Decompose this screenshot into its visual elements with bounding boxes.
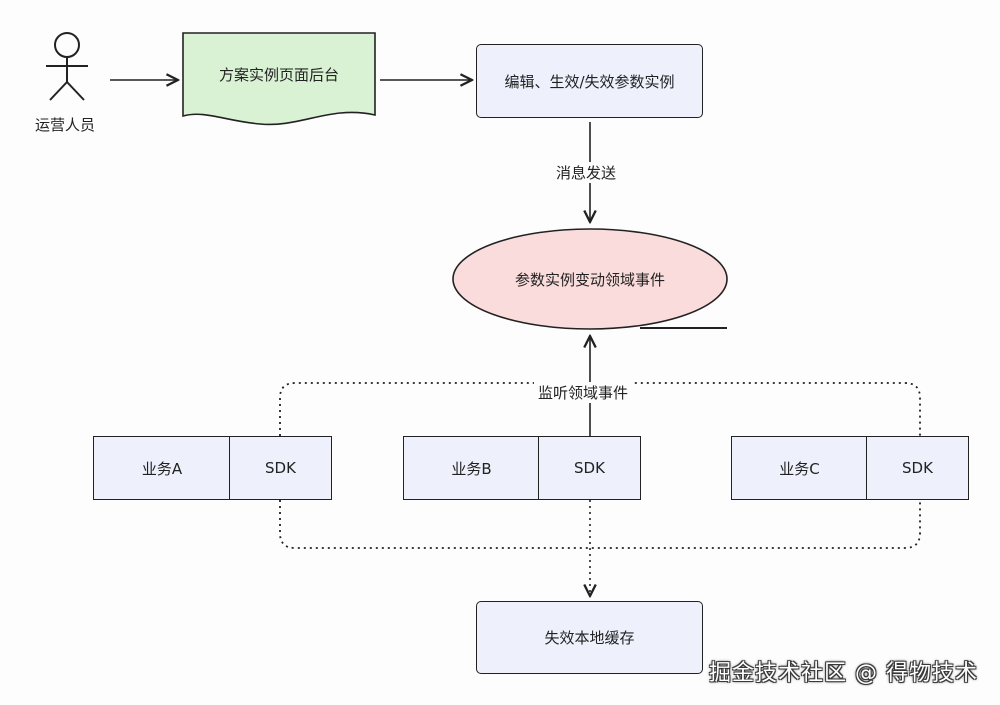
listen-edge-label: 监听领域事件 [534, 382, 633, 403]
service-c-label: 业务C [779, 459, 820, 478]
admin-node: 方案实例页面后台 [183, 33, 375, 115]
service-c-sdk: SDK [866, 436, 969, 500]
service-c: 业务C [731, 436, 868, 500]
service-b-sdk-label: SDK [574, 459, 605, 477]
service-b-sdk: SDK [538, 436, 641, 500]
event-node: 参数实例变动领域事件 [453, 229, 727, 329]
service-b-label: 业务B [451, 459, 492, 478]
service-b: 业务B [403, 436, 540, 500]
admin-node-label: 方案实例页面后台 [218, 65, 339, 84]
event-node-label: 参数实例变动领域事件 [514, 270, 665, 289]
edit-node-label: 编辑、生效/失效参数实例 [504, 72, 675, 91]
service-a: 业务A [93, 436, 231, 500]
service-c-sdk-label: SDK [902, 459, 933, 477]
admin-node-shape [182, 32, 376, 126]
cache-node: 失效本地缓存 [476, 601, 703, 674]
event-node-shape [452, 228, 728, 330]
service-a-sdk-label: SDK [265, 459, 296, 477]
watermark: 掘金技术社区 @ 得物技术 [709, 661, 978, 686]
cache-node-label: 失效本地缓存 [544, 629, 635, 647]
actor-icon [46, 32, 88, 101]
edit-node: 编辑、生效/失效参数实例 [476, 44, 703, 118]
cache-bracket [279, 500, 921, 549]
service-a-label: 业务A [141, 459, 183, 478]
service-a-sdk: SDK [229, 436, 332, 500]
send-edge-label: 消息发送 [552, 162, 621, 183]
actor-label: 运营人员 [35, 116, 96, 134]
